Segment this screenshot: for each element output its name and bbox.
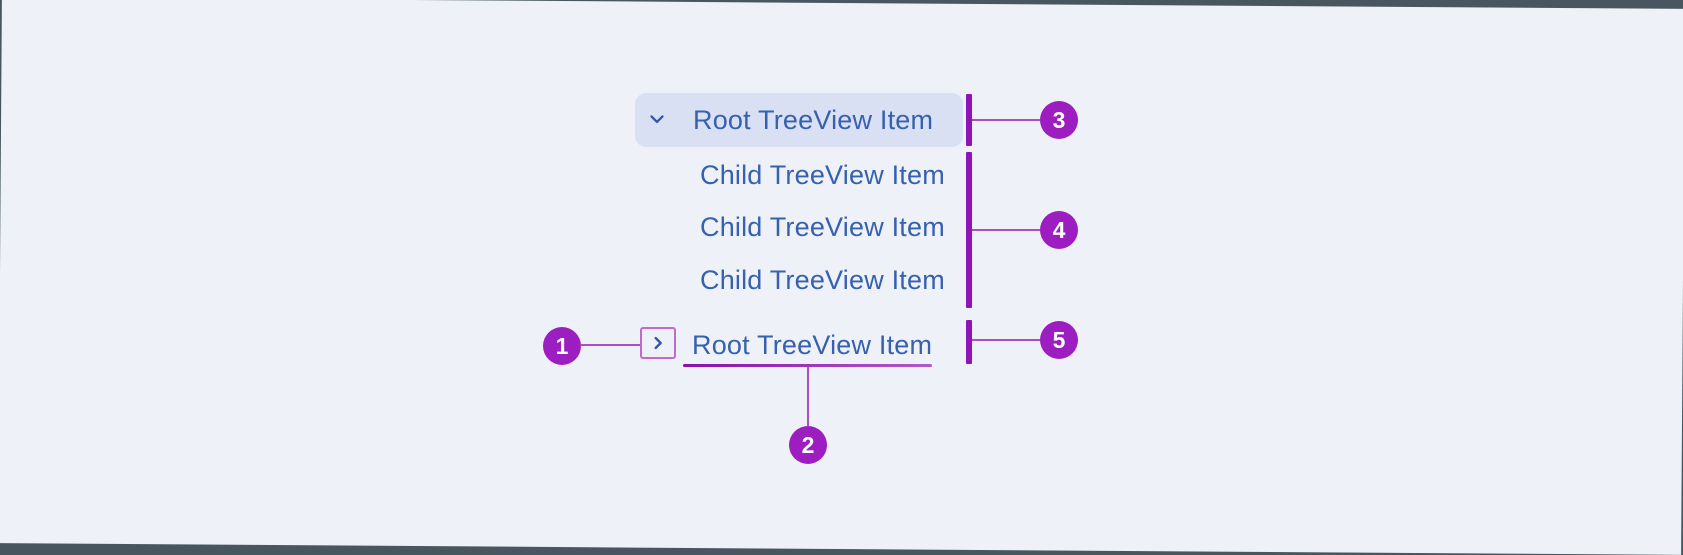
callout-3-bracket <box>966 94 972 146</box>
treeview-item-root-expanded[interactable] <box>635 93 963 147</box>
callout-5-badge: 5 <box>1040 321 1078 359</box>
callout-1-badge: 1 <box>543 327 581 365</box>
expand-collapse-button[interactable] <box>640 327 676 359</box>
callout-5-line <box>972 339 1041 341</box>
callout-1-line <box>580 344 640 346</box>
callout-2-underline <box>683 364 932 367</box>
chevron-down-icon[interactable] <box>646 108 668 130</box>
callout-3-badge: 3 <box>1040 101 1078 139</box>
treeview-item-child[interactable]: Child TreeView Item <box>700 265 945 295</box>
chevron-right-icon <box>654 336 662 350</box>
treeview-item-child[interactable]: Child TreeView Item <box>700 212 945 242</box>
treeview-item-label[interactable]: Root TreeView Item <box>693 105 934 135</box>
callout-4-line <box>972 229 1041 231</box>
callout-4-bracket <box>966 152 972 308</box>
callout-4-badge: 4 <box>1040 211 1078 249</box>
callout-2-line <box>807 367 809 426</box>
treeview-item-root-collapsed[interactable]: Root TreeView Item <box>692 330 933 360</box>
callout-2-badge: 2 <box>789 426 827 464</box>
treeview-item-child[interactable]: Child TreeView Item <box>700 160 945 190</box>
callout-5-bracket <box>966 320 972 364</box>
callout-3-line <box>972 119 1041 121</box>
